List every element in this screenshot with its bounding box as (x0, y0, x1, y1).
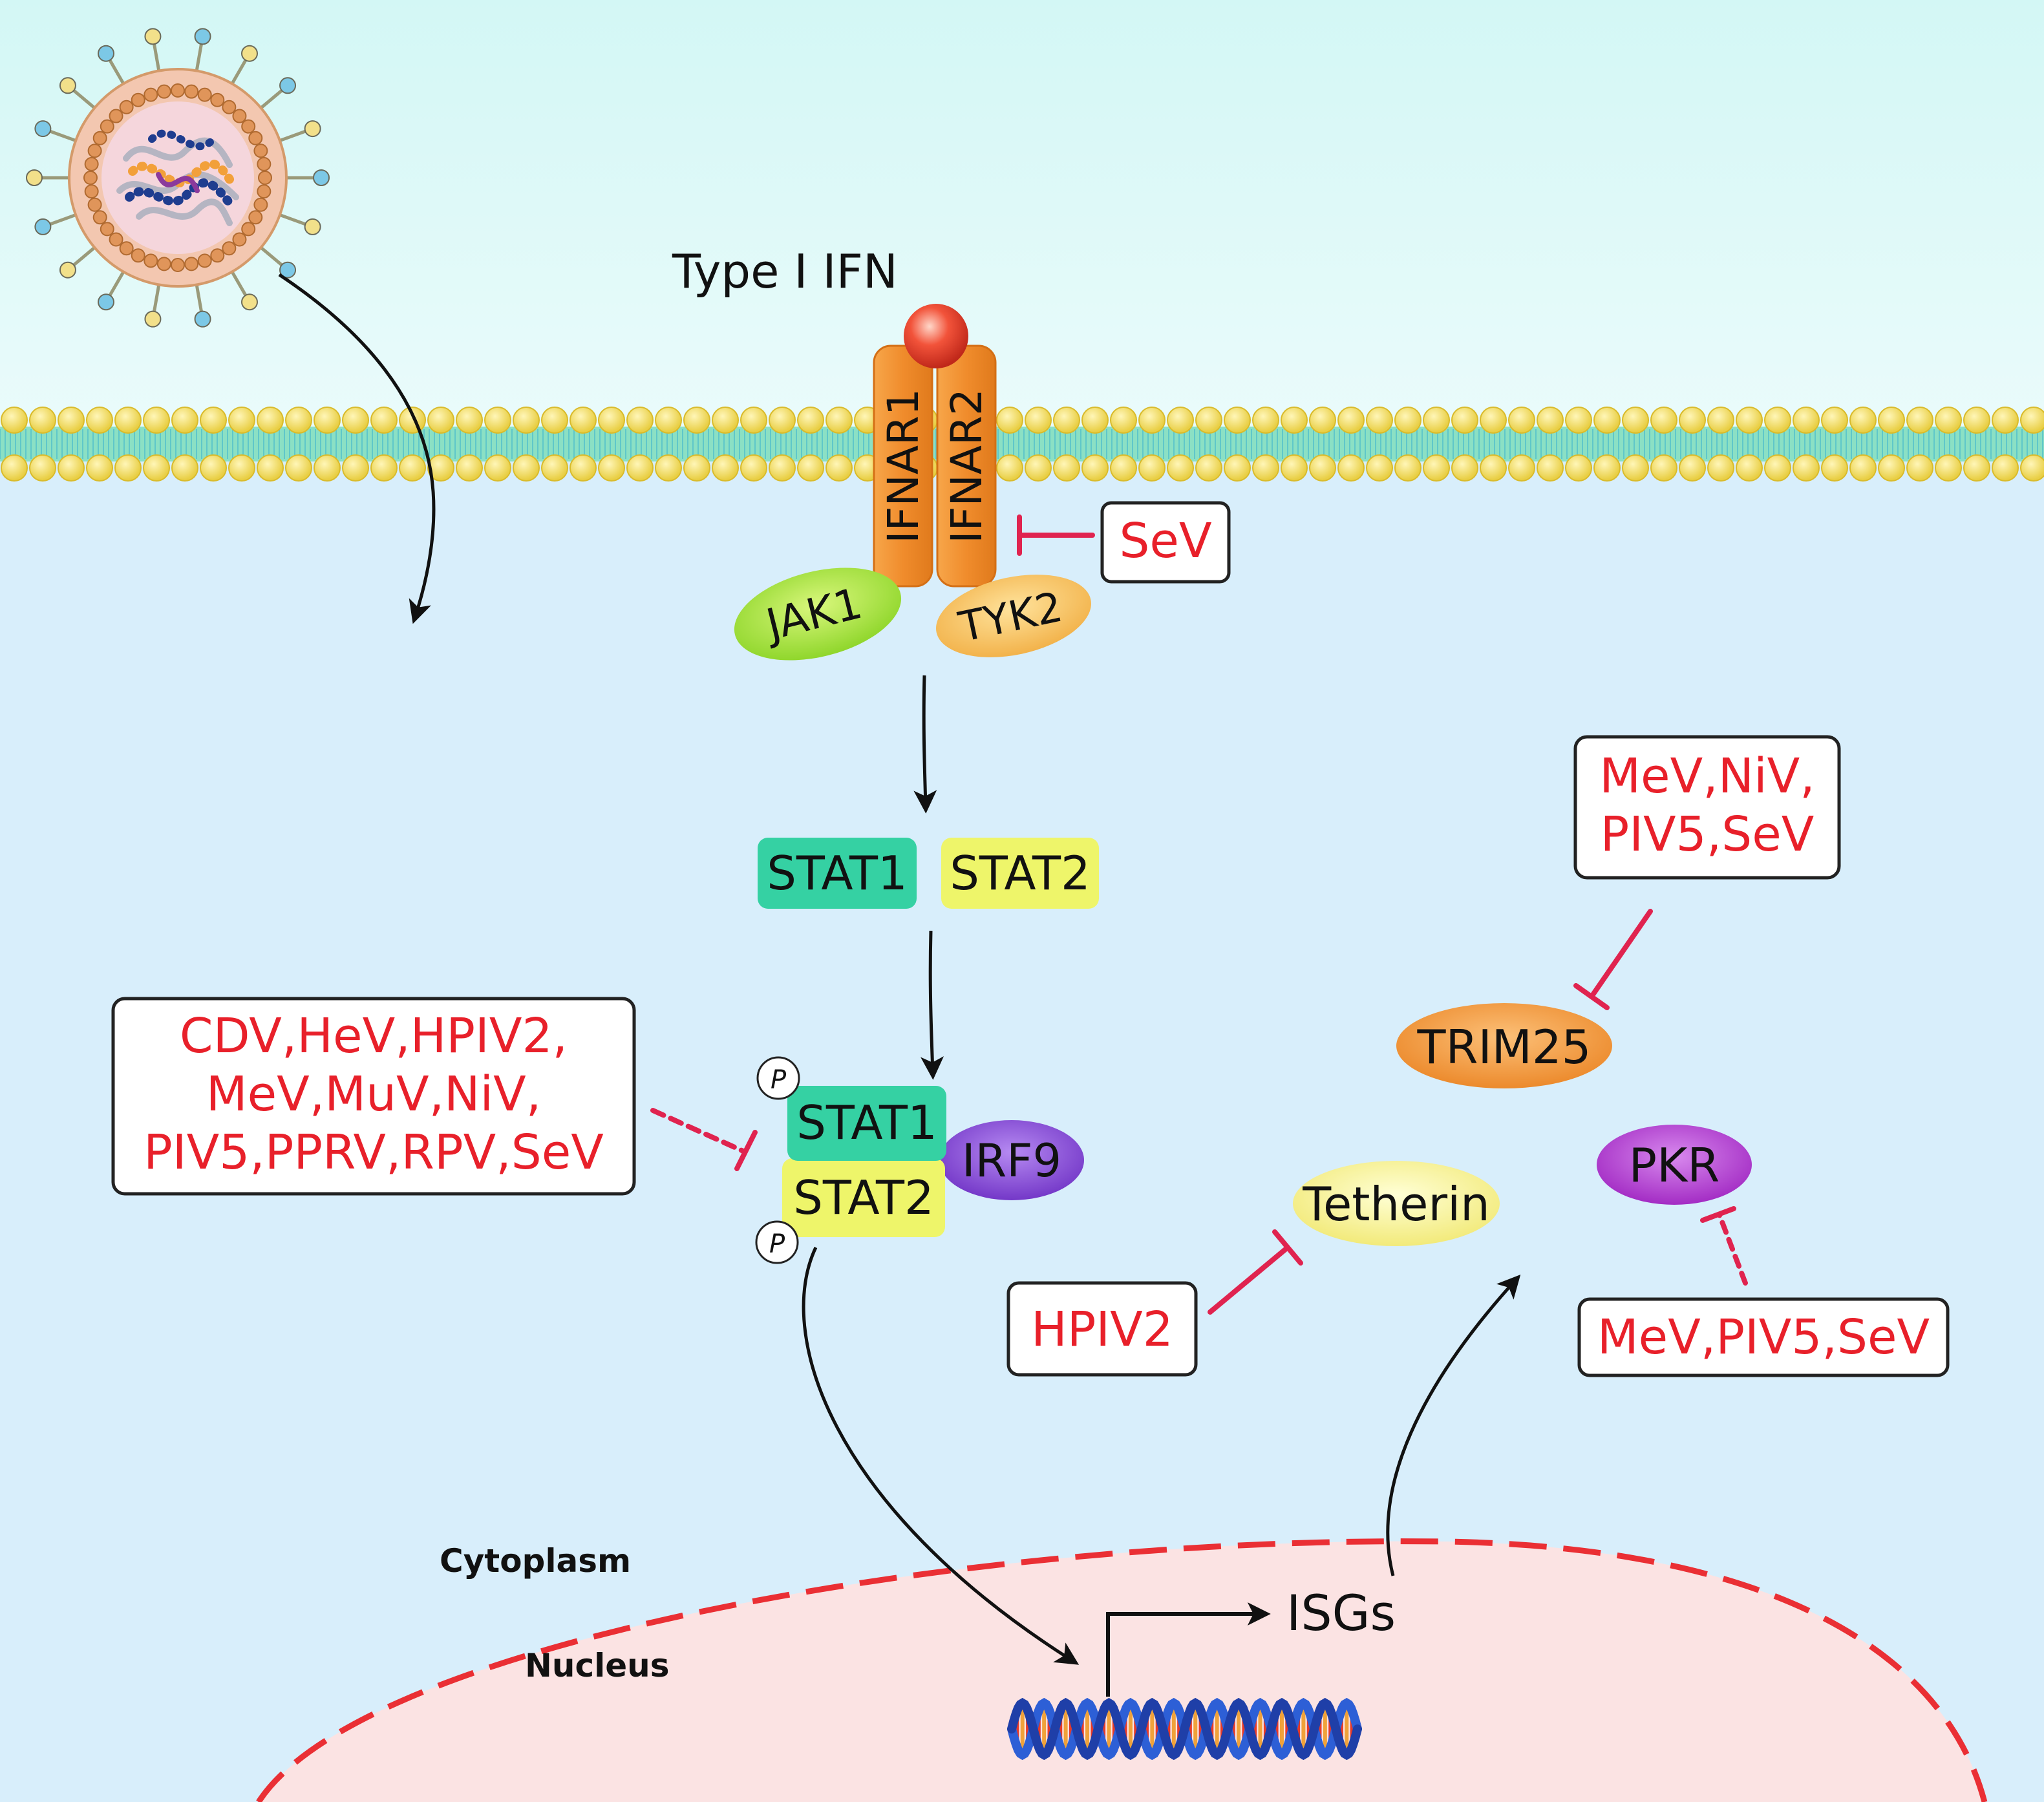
activation-arrow-2 (921, 930, 944, 1080)
ifnar1-receptor: IFNAR1 (873, 344, 933, 588)
stat-inhibitor-line-1: CDV,HeV,HPIV2, (180, 1008, 568, 1064)
pkr-inhibition-arrow (1700, 1206, 1748, 1286)
transcription-start-arrow (1106, 1602, 1271, 1697)
isgs-label: ISGs (1286, 1584, 1396, 1642)
virus-particle-icon (26, 28, 330, 328)
nucleus-label: Nucleus (525, 1647, 670, 1684)
ifn-ligand-icon (904, 304, 968, 368)
irf9-protein: IRF9 (939, 1120, 1084, 1200)
isg-expression-arrow (1386, 1274, 1521, 1576)
dna-helix-icon (1007, 1697, 1362, 1761)
stat2-phosphorylated: STAT2 (782, 1158, 945, 1237)
tetherin-label: Tetherin (1302, 1177, 1489, 1231)
trim25-protein: TRIM25 (1396, 1003, 1612, 1088)
trim25-label: TRIM25 (1417, 1020, 1592, 1074)
pkr-inhibitor-box (1577, 1297, 1950, 1377)
sev-receptor-inhibitor-label: SeV (1119, 513, 1212, 569)
stat2-unphosphorylated: STAT2 (941, 838, 1099, 909)
p-stat2-label: STAT2 (793, 1171, 934, 1225)
sev-receptor-inhibition-arrow (1017, 514, 1095, 556)
stat-inhibition-arrow (650, 1108, 758, 1171)
trim25-inhibitor-line-1: MeV,NiV, (1599, 748, 1815, 804)
ifnar1-label: IFNAR1 (878, 388, 928, 544)
nucleus (256, 1538, 1988, 1802)
phosphate-stat2-icon: P (755, 1220, 799, 1264)
plasma-membrane (0, 407, 2044, 482)
pkr-label: PKR (1629, 1138, 1720, 1192)
pkr-inhibitor-label: MeV,PIV5,SeV (1597, 1309, 1930, 1365)
pkr-protein: PKR (1597, 1125, 1752, 1205)
ifnar2-receptor: IFNAR2 (936, 344, 997, 588)
sev-receptor-inhibitor-box (1100, 501, 1231, 584)
tetherin-inhibition-arrow (1208, 1229, 1303, 1315)
tetherin-inhibitor-box (1006, 1281, 1198, 1377)
stat-inhibitor-line-2: MeV,MuV,NiV, (206, 1066, 541, 1122)
stat-inhibitor-line-3: PIV5,PPRV,RPV,SeV (144, 1125, 604, 1180)
stat2-label: STAT2 (950, 846, 1091, 900)
phosphate-stat1-icon: P (756, 1056, 800, 1100)
stat1-label: STAT1 (767, 846, 908, 900)
tetherin-protein: Tetherin (1293, 1161, 1500, 1246)
nuclear-translocation-arrow (802, 1246, 1080, 1665)
type-i-ifn-label: Type I IFN (672, 244, 898, 299)
extracellular-space (0, 0, 2044, 427)
phosphate-label-1: P (771, 1065, 787, 1095)
activation-arrow-1 (913, 675, 937, 814)
jak1-kinase: JAK1 (734, 567, 902, 661)
stat-inhibitor-box (111, 997, 636, 1196)
trim25-inhibitor-box (1573, 735, 1841, 880)
trim25-inhibitor-line-2: PIV5,SeV (1601, 807, 1815, 862)
stat1-phosphorylated: STAT1 (787, 1086, 946, 1161)
stat1-unphosphorylated: STAT1 (758, 838, 917, 909)
tyk2-kinase: TYK2 (936, 575, 1091, 657)
cytoplasm-label: Cytoplasm (440, 1542, 631, 1580)
virus-entry-arrow (278, 273, 436, 624)
trim25-inhibition-arrow (1573, 909, 1653, 1010)
phosphate-label-2: P (769, 1229, 785, 1259)
ifnar2-label: IFNAR2 (942, 388, 992, 544)
irf9-label: IRF9 (962, 1134, 1061, 1187)
tetherin-inhibitor-label: HPIV2 (1031, 1302, 1173, 1357)
p-stat1-label: STAT1 (796, 1096, 937, 1150)
